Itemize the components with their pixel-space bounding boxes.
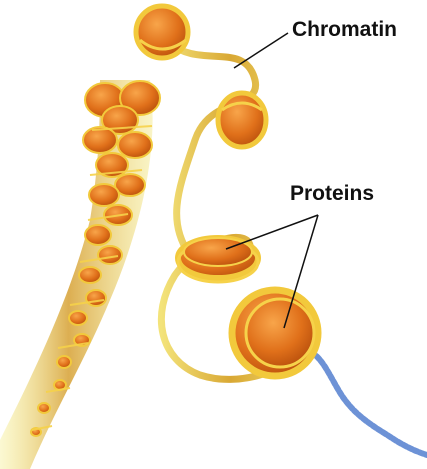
proteins-leader-line-1 (226, 215, 318, 249)
dna-strand (300, 351, 427, 455)
chromatin-leader-line (234, 33, 288, 68)
nucleosome-upper-right (218, 93, 266, 147)
nucleosome-top (136, 6, 188, 58)
condensed-chromatin-fiber (0, 80, 160, 469)
chromatin-label: Chromatin (292, 19, 397, 40)
leader-lines (226, 33, 318, 328)
nucleosome-middle (178, 238, 258, 282)
nucleosome-large (232, 290, 318, 376)
proteins-label: Proteins (290, 183, 374, 204)
